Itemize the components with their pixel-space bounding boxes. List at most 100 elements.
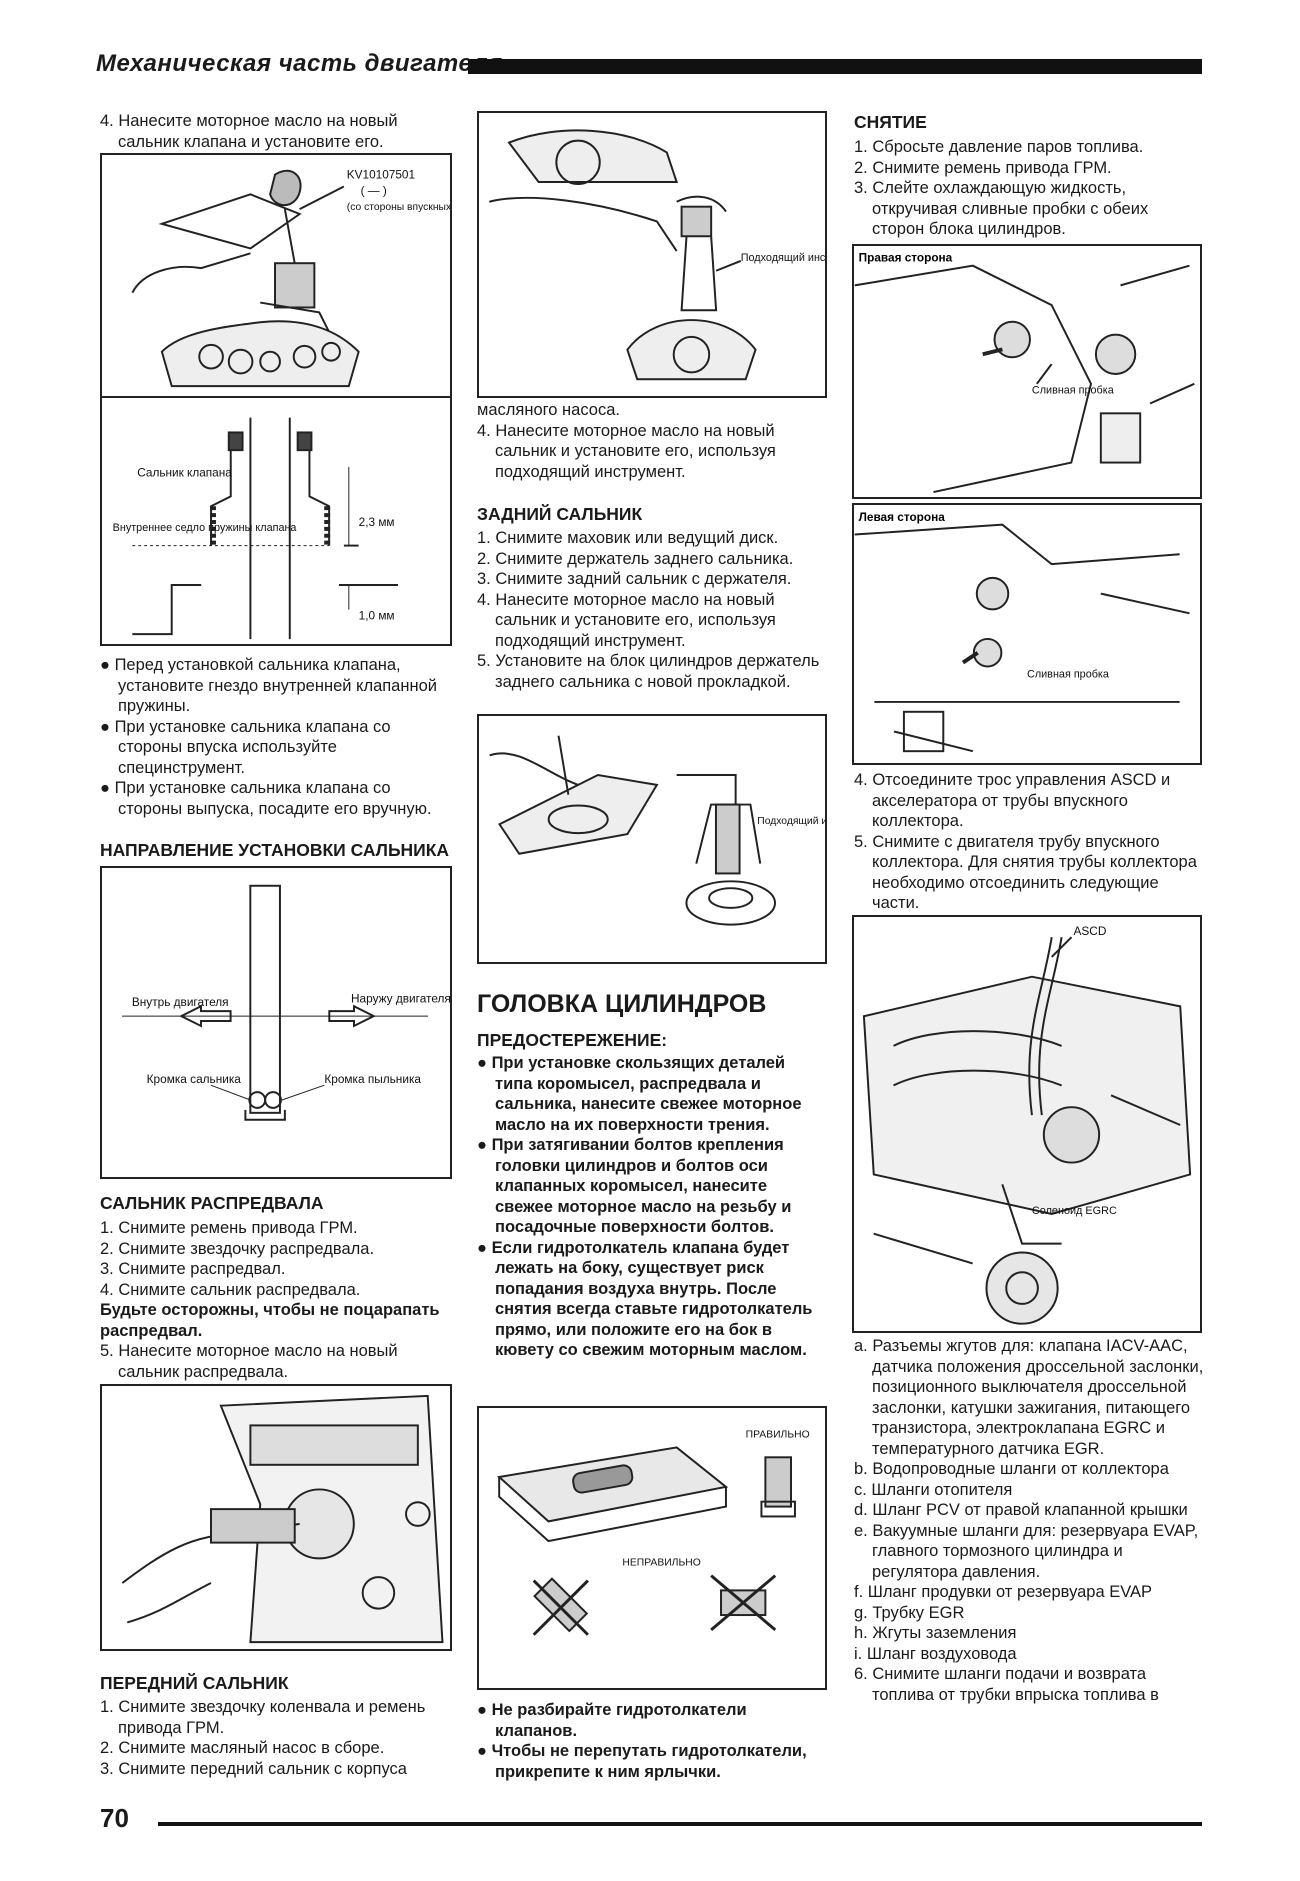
removal-heading: СНЯТИЕ — [854, 112, 927, 132]
step-text: 4. Нанесите моторное масло на новый саль… — [477, 421, 776, 481]
step-text: 5. Нанесите моторное масло на новый саль… — [100, 1342, 398, 1381]
inward-label: Внутрь двигателя — [132, 995, 229, 1009]
step-text: 1. Снимите маховик или ведущий диск. — [477, 529, 779, 547]
rear-seal-heading: ЗАДНИЙ САЛЬНИК — [477, 504, 643, 524]
drain-plug-label: Сливная пробка — [1032, 385, 1115, 397]
correct-label: ПРАВИЛЬНО — [746, 1430, 810, 1441]
list-item: a. Разъемы жгутов для: клапана IACV-AAC,… — [854, 1337, 1204, 1458]
step-text: 4. Отсоедините трос управления ASCD и ак… — [854, 771, 1171, 830]
step-text: 3. Снимите передний сальник с корпуса — [100, 1759, 407, 1778]
step-text: 3. Снимите задний сальник с держателя. — [477, 570, 792, 588]
figure-intake-collector: ASCD Соленоид EGRC — [852, 915, 1202, 1333]
front-seal-tool-drawing: Подходящий инструмент — [489, 129, 825, 381]
incorrect-label: НЕПРАВИЛЬНО — [622, 1558, 700, 1569]
bullet-item: ● Перед установкой сальника клапана, уст… — [100, 656, 437, 715]
step-text: 3. Снимите распредвал. — [100, 1260, 286, 1278]
figure-front-seal-tool: Подходящий инструмент — [477, 111, 827, 398]
front-seal-heading: ПЕРЕДНИЙ САЛЬНИК — [100, 1673, 289, 1693]
note-item: ● Чтобы не перепутать гидротолкатели, пр… — [477, 1742, 807, 1781]
seal-label: Сальник клапана — [137, 466, 232, 480]
dust-edge-label: Кромка пыльника — [324, 1072, 421, 1086]
step-text: 4. Нанесите моторное масло на новый саль… — [100, 112, 398, 151]
rear-seal-drawing: Подходящий инструмент — [489, 735, 825, 926]
page-header-title: Механическая часть двигателя — [96, 50, 503, 77]
rear-seal-steps: 1. Снимите маховик или ведущий диск. 2. … — [477, 528, 827, 692]
figure-rear-seal: Подходящий инструмент — [477, 714, 827, 964]
section-title-cylinder-head: ГОЛОВКА ЦИЛИНДРОВ — [477, 990, 767, 1018]
removal-steps-2: 4. Отсоедините трос управления ASCD и ак… — [854, 770, 1204, 914]
note-item: ● Не разбирайте гидротолкатели клапанов. — [477, 1701, 747, 1740]
right-side-label: Правая сторона — [859, 251, 953, 265]
list-item: f. Шланг продувки от резервуара EVAP — [854, 1583, 1153, 1601]
figure-left-drain-plug: Левая сторона Сливная пробка — [852, 503, 1202, 765]
bullet-item: ● При установке сальника клапана со стор… — [100, 779, 432, 818]
intake-collector-drawing: ASCD Соленоид EGRC — [862, 924, 1192, 1325]
left-drain-plug-drawing: Левая сторона Сливная пробка — [854, 510, 1190, 753]
list-item: b. Водопроводные шланги от коллектора — [854, 1460, 1169, 1478]
lifter-storage-drawing: ПРАВИЛЬНО НЕПРАВИЛЬНО — [497, 1430, 810, 1636]
list-item: d. Шланг PCV от правой клапанной крышки — [854, 1501, 1188, 1519]
step-text: 1. Сбросьте давление паров топлива. — [854, 138, 1144, 156]
front-seal-steps: 1. Снимите звездочку коленвала и ремень … — [100, 1697, 452, 1779]
seat-label: Внутреннее седло пружины клапана — [113, 522, 298, 534]
tool-side-label: (со стороны впускных клапанов) — [347, 202, 450, 213]
drain-plug-label: Сливная пробка — [1027, 668, 1110, 680]
figure-seal-direction: Внутрь двигателя Наружу двигателя Кромка… — [100, 866, 452, 1179]
direction-heading: НАПРАВЛЕНИЕ УСТАНОВКИ САЛЬНИКА — [100, 840, 450, 860]
list-item: i. Шланг воздуховода — [854, 1644, 1017, 1663]
ascd-label: ASCD — [1073, 924, 1106, 938]
figure-camshaft-seal — [100, 1384, 452, 1651]
step-text: 2. Снимите держатель заднего сальника. — [477, 549, 794, 568]
col1-step4: 4. Нанесите моторное масло на новый саль… — [100, 111, 452, 152]
camshaft-seal-heading: САЛЬНИК РАСПРЕДВАЛА — [100, 1193, 324, 1213]
step-text: 5. Установите на блок цилиндров держател… — [477, 652, 820, 691]
step-text: 2. Снимите масляный насос в сборе. — [100, 1739, 385, 1757]
seal-direction-drawing: Внутрь двигателя Наружу двигателя Кромка… — [121, 884, 450, 1121]
step-text: 2. Снимите ремень привода ГРМ. — [854, 158, 1112, 177]
camshaft-seal-drawing — [121, 1394, 444, 1644]
header-rule — [468, 59, 1202, 74]
figure-right-drain-plug: Правая сторона Сливная пробка — [852, 244, 1202, 499]
list-item: c. Шланги отопителя — [854, 1480, 1013, 1499]
tool-label: Подходящий инструмент — [741, 252, 825, 264]
footer-rule — [158, 1822, 1202, 1826]
step-text: 4. Снимите сальник распредвала. — [100, 1280, 361, 1299]
egrc-label: Соленоид EGRC — [1032, 1205, 1117, 1217]
seal-edge-label: Кромка сальника — [147, 1072, 242, 1086]
figure-lifter-storage: ПРАВИЛЬНО НЕПРАВИЛЬНО — [477, 1406, 827, 1690]
figure-valve-seal-section: Сальник клапана Внутреннее седло пружины… — [100, 396, 452, 646]
list-item: g. Трубку EGR — [854, 1603, 965, 1622]
step-text: 6. Снимите шланги подачи и возврата топл… — [854, 1665, 1159, 1704]
page-number: 70 — [100, 1803, 129, 1833]
left-side-label: Левая сторона — [859, 510, 946, 524]
list-item: h. Жгуты заземления — [854, 1624, 1017, 1642]
valve-seal-tool-drawing: KV10107501 ( — ) (со стороны впускных кл… — [131, 168, 450, 388]
right-drain-plug-drawing: Правая сторона Сливная пробка — [854, 251, 1195, 494]
valve-seal-section-drawing: Сальник клапана Внутреннее седло пружины… — [113, 417, 399, 640]
step-text: 4. Нанесите моторное масло на новый саль… — [477, 590, 776, 650]
tool-label: Подходящий инструмент — [757, 816, 825, 827]
tool-dash-label: ( — ) — [361, 183, 387, 197]
dimension-1-0: 1,0 мм — [359, 608, 395, 622]
step-text: 1. Снимите звездочку коленвала и ремень … — [100, 1698, 426, 1737]
tool-number-label: KV10107501 — [347, 168, 415, 182]
warning-text: Будьте осторожны, чтобы не поцарапать ра… — [100, 1301, 440, 1340]
caution-list: ● При установке скользящих деталей типа … — [477, 1053, 827, 1361]
lifter-notes: ● Не разбирайте гидротолкатели клапанов.… — [477, 1700, 827, 1782]
caution-item: ● Если гидротолкатель клапана будет лежа… — [477, 1238, 813, 1360]
caution-item: ● При установке скользящих деталей типа … — [477, 1054, 802, 1134]
step-text: 3. Слейте охлаждающую жидкость, откручив… — [854, 179, 1149, 238]
step-text: 5. Снимите с двигателя трубу впускного к… — [854, 832, 1197, 913]
step-text: 2. Снимите звездочку распредвала. — [100, 1239, 375, 1258]
dimension-2-3: 2,3 мм — [359, 515, 395, 529]
removal-steps-1: 1. Сбросьте давление паров топлива. 2. С… — [854, 137, 1204, 240]
outward-label: Наружу двигателя — [351, 991, 450, 1005]
disconnect-list: a. Разъемы жгутов для: клапана IACV-AAC,… — [854, 1336, 1204, 1705]
step-text: масляного насоса. — [477, 401, 620, 419]
figure-valve-seal-tool: KV10107501 ( — ) (со стороны впускных кл… — [100, 153, 452, 398]
caution-item: ● При затягивании болтов крепления голов… — [477, 1136, 792, 1236]
list-item: e. Вакуумные шланги для: резервуара EVAP… — [854, 1521, 1199, 1581]
step-text: 1. Снимите ремень привода ГРМ. — [100, 1219, 358, 1237]
bullet-item: ● При установке сальника клапана со стор… — [100, 717, 391, 777]
col1-bullets: ● Перед установкой сальника клапана, уст… — [100, 655, 452, 819]
